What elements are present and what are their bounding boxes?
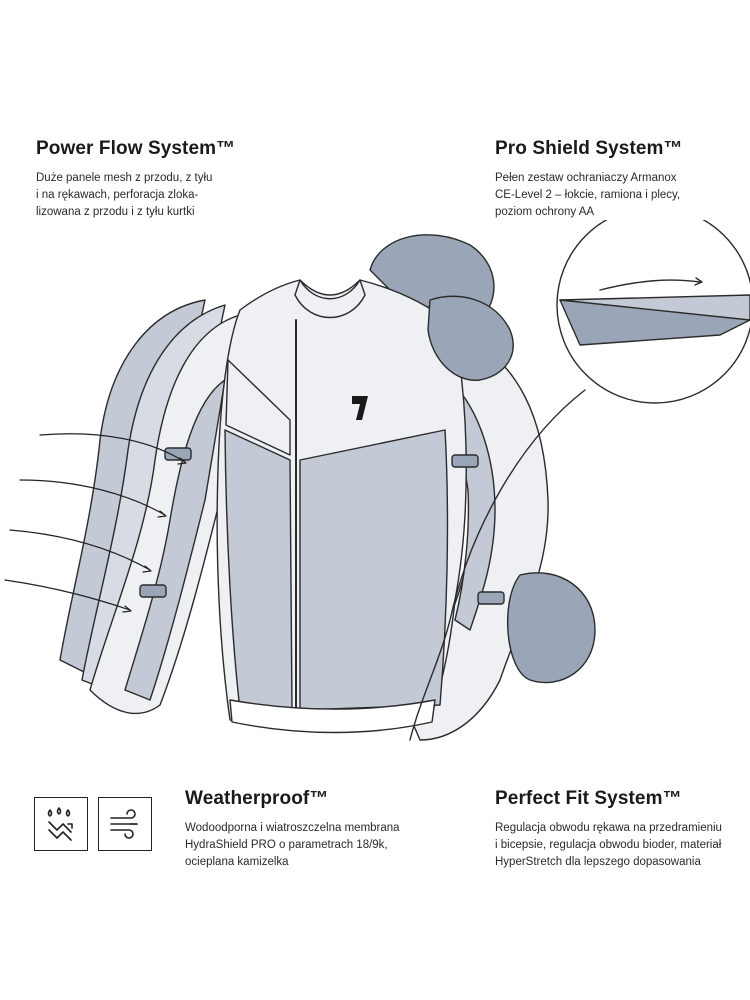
front-mesh-left bbox=[224, 429, 293, 711]
feature-title: Perfect Fit System™ bbox=[495, 788, 682, 809]
feature-pro-shield: Pro Shield System™ Pełen zestaw ochrania… bbox=[495, 138, 745, 221]
feature-title: Pro Shield System™ bbox=[495, 138, 683, 159]
shoulder-protector bbox=[427, 295, 514, 381]
bicep-strap-right bbox=[451, 454, 479, 468]
description-line: Pełen zestaw ochraniaczy Armanox bbox=[495, 172, 677, 184]
description-line: HyperStretch dla lepszego dopasowania bbox=[495, 856, 701, 868]
feature-description: Duże panele mesh z przodu, z tyłu i na r… bbox=[36, 170, 296, 221]
front-collar bbox=[294, 279, 366, 319]
description-line: ocieplana kamizelka bbox=[185, 856, 289, 868]
membrane-zoom-callout bbox=[409, 206, 750, 741]
forearm-strap-left bbox=[139, 584, 167, 598]
feature-description: Wodoodporna i wiatroszczelna membrana Hy… bbox=[185, 820, 455, 871]
feature-description: Regulacja obwodu rękawa na przedramieniu… bbox=[495, 820, 750, 871]
jacket-illustration bbox=[0, 206, 750, 770]
chest-panel-left bbox=[225, 359, 291, 456]
description-line: poziom ochrony AA bbox=[495, 206, 595, 218]
elbow-protector bbox=[506, 572, 596, 684]
feature-power-flow: Power Flow System™ Duże panele mesh z pr… bbox=[36, 138, 296, 221]
description-line: i bicepsie, regulacja obwodu bioder, mat… bbox=[495, 839, 722, 851]
feature-title: Power Flow System™ bbox=[36, 138, 236, 159]
airflow-arrows bbox=[4, 433, 187, 613]
description-line: CE-Level 2 – łokcie, ramiona i plecy, bbox=[495, 189, 681, 201]
bicep-strap-left bbox=[164, 447, 192, 461]
front-mesh-right bbox=[299, 429, 449, 711]
rain-waterproof-icon bbox=[34, 797, 88, 851]
description-line: i na rękawach, perforacja zloka- bbox=[36, 189, 199, 201]
description-line: Duże panele mesh z przodu, z tyłu bbox=[36, 172, 213, 184]
jacket-hem bbox=[229, 699, 436, 734]
forearm-strap-right bbox=[477, 591, 505, 605]
description-line: lizowana z przodu i z tyłu kurtki bbox=[36, 206, 195, 218]
description-line: Regulacja obwodu rękawa na przedramieniu bbox=[495, 822, 722, 834]
feature-description: Pełen zestaw ochraniaczy Armanox CE-Leve… bbox=[495, 170, 745, 221]
wind-proof-icon bbox=[98, 797, 152, 851]
feature-perfect-fit: Perfect Fit System™ Regulacja obwodu ręk… bbox=[495, 788, 750, 871]
feature-title: Weatherproof™ bbox=[185, 788, 329, 809]
description-line: Wodoodporna i wiatroszczelna membrana bbox=[185, 822, 400, 834]
feature-weatherproof: Weatherproof™ Wodoodporna i wiatroszczel… bbox=[185, 788, 455, 871]
description-line: HydraShield PRO o parametrach 18/9k, bbox=[185, 839, 388, 851]
brand-logo bbox=[352, 396, 368, 420]
left-sleeve-mesh bbox=[124, 379, 226, 701]
